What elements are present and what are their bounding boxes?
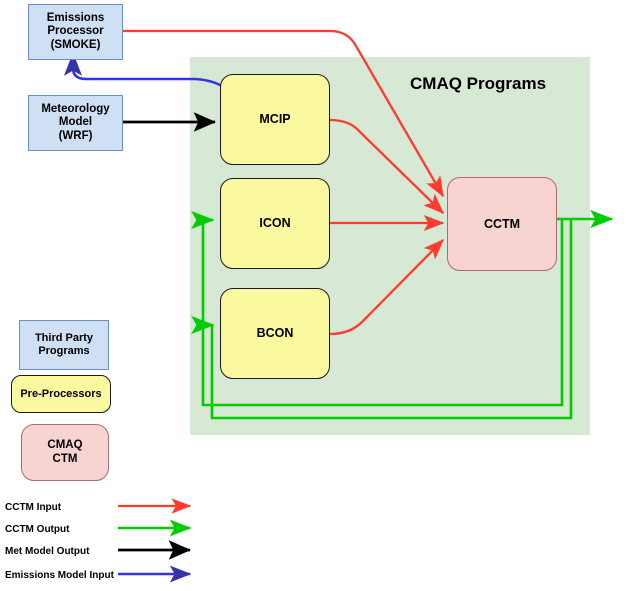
node-mcip[interactable]: MCIP bbox=[220, 74, 330, 165]
legend-line-label-met-model-output: Met Model Output bbox=[5, 546, 90, 557]
legend-line-label-cctm-input: CCTM Input bbox=[5, 502, 62, 513]
node-label-mcip: MCIP bbox=[259, 112, 291, 127]
node-bcon[interactable]: BCON bbox=[220, 288, 330, 379]
node-label-emissions-processor: Emissions Processor (SMOKE) bbox=[46, 11, 105, 51]
group-title: CMAQ Programs bbox=[410, 74, 547, 93]
node-label-icon: ICON bbox=[259, 216, 291, 231]
legend-line-label-cctm-output: CCTM Output bbox=[5, 524, 70, 535]
legend-shape-cmaq-ctm: CMAQ CTM bbox=[21, 424, 109, 481]
legend-line-label-emissions-model-input: Emissions Model Input bbox=[5, 570, 114, 581]
legend-shape-third-party: Third Party Programs bbox=[19, 320, 109, 370]
legend-shape-pre-processors: Pre-Processors bbox=[11, 375, 111, 413]
legend-shape-label-pre-processors: Pre-Processors bbox=[20, 387, 102, 400]
legend-shape-label-third-party: Third Party Programs bbox=[34, 332, 94, 357]
node-label-bcon: BCON bbox=[256, 326, 294, 341]
legend-shape-label-cmaq-ctm: CMAQ CTM bbox=[47, 438, 83, 465]
node-icon[interactable]: ICON bbox=[220, 178, 330, 269]
node-cctm[interactable]: CCTM bbox=[447, 177, 557, 271]
node-label-cctm: CCTM bbox=[483, 216, 521, 231]
node-meteorology-model[interactable]: Meteorology Model (WRF) bbox=[28, 95, 123, 151]
node-label-meteorology-model: Meteorology Model (WRF) bbox=[41, 102, 110, 142]
node-emissions-processor[interactable]: Emissions Processor (SMOKE) bbox=[28, 4, 123, 60]
